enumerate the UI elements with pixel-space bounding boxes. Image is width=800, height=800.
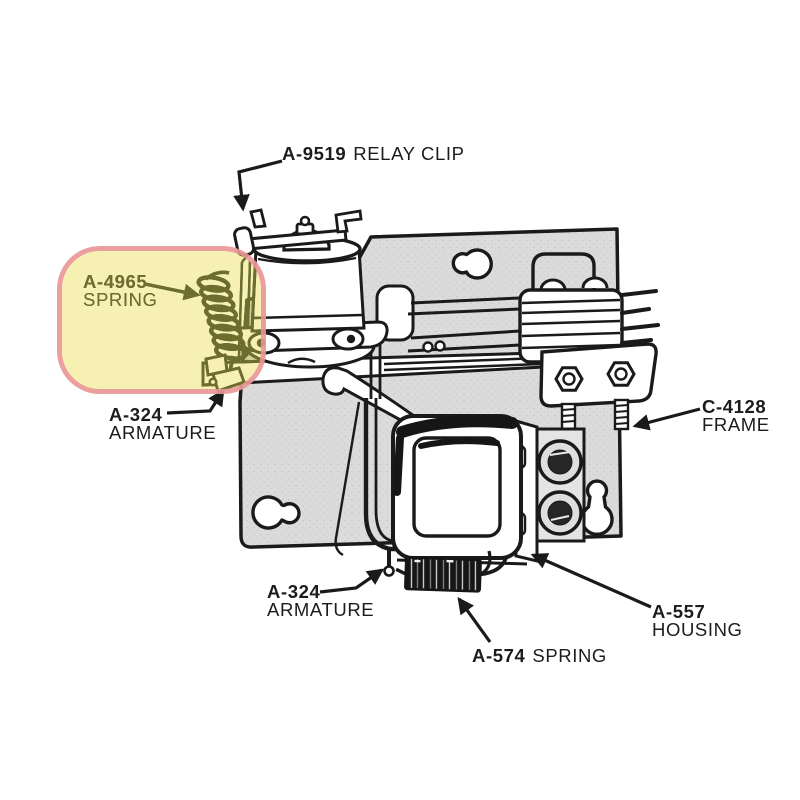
part-highlight-region[interactable]: [57, 246, 266, 394]
part-number: A-324: [109, 404, 163, 425]
part-number: A-9519: [282, 143, 347, 164]
part-name: RELAY CLIP: [353, 143, 465, 164]
part-name: ARMATURE: [109, 422, 217, 443]
label-armature-upper: A-324 ARMATURE: [109, 404, 217, 443]
contact-stack-drawing: [375, 276, 660, 433]
keyhole-slots: [251, 248, 614, 537]
part-name: SPRING: [532, 645, 607, 666]
label-frame: C-4128 FRAME: [702, 396, 770, 435]
label-housing: A-557 HOUSING: [652, 601, 743, 640]
terminal-pins: [620, 289, 660, 345]
label-spring-a574: A-574 SPRING: [472, 645, 607, 666]
part-number: A-557: [652, 601, 706, 622]
part-number: A-574: [472, 645, 526, 666]
part-name: HOUSING: [652, 619, 743, 640]
part-number: C-4128: [702, 396, 767, 417]
part-name: ARMATURE: [267, 599, 375, 620]
terminal-screws: [554, 361, 636, 433]
arrow-armature-upper: [166, 388, 225, 415]
arrow-spring-a574: [457, 596, 492, 643]
arrow-housing: [530, 553, 652, 609]
arrow-armature-lower: [319, 568, 385, 594]
spring-a574-drawing: [395, 556, 508, 593]
part-name: FRAME: [702, 414, 770, 435]
arrow-frame: [632, 407, 701, 431]
leader-arrows: [144, 159, 701, 643]
part-number: A-324: [267, 581, 321, 602]
label-armature-lower: A-324 ARMATURE: [267, 581, 375, 620]
arrow-relay-clip: [233, 159, 283, 212]
housing-drawing: [391, 414, 586, 581]
label-relay-clip: A-9519 RELAY CLIP: [282, 143, 465, 164]
coil-end-circles: [537, 439, 583, 536]
